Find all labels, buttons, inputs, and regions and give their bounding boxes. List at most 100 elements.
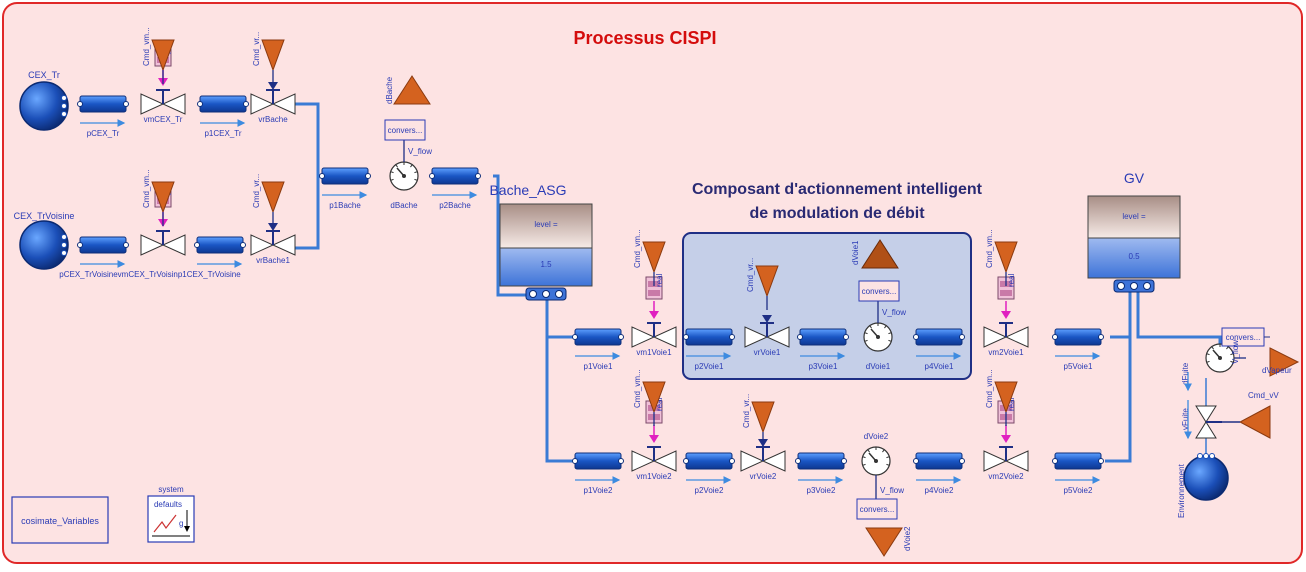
- pipe-p2voie1[interactable]: p2Voie1: [683, 328, 735, 371]
- output-dbache-label: dBache: [385, 76, 394, 104]
- pipe-p1voie2[interactable]: p1Voie2: [572, 452, 624, 495]
- tank-bache-name: Bache_ASG: [489, 182, 566, 198]
- pipe-components: pCEX_Tr p1CEX_Tr p1Bache p2Bache p1Voie1 p2Vo…: [59, 95, 1104, 495]
- valve-vrvoie2[interactable]: vrVoie2: [740, 439, 786, 481]
- p1Voie2-label: p1Voie2: [584, 486, 613, 495]
- cmd-vv-input[interactable]: Cmd_vV: [1222, 391, 1279, 439]
- tank-gv-name: GV: [1124, 170, 1145, 186]
- cmd_vr-label: Cmd_vr...: [742, 394, 751, 428]
- cmd_vm-label: Cmd_vm...: [633, 369, 642, 408]
- pipe-p3voie2[interactable]: p3Voie2: [795, 452, 847, 495]
- pipe-p2voie2[interactable]: p2Voie2: [683, 452, 735, 495]
- sensor-dvoie2[interactable]: convers... V_flow dVoie2: [856, 432, 904, 520]
- tank-gv[interactable]: GV level = 0.5: [1087, 170, 1181, 293]
- p1CEX_Tr-label: p1CEX_Tr: [204, 129, 241, 138]
- vflow-label: V_flow: [1231, 340, 1240, 364]
- pipe-p1bache[interactable]: p1Bache: [319, 167, 371, 210]
- output-dbache[interactable]: dBache: [385, 75, 431, 105]
- valve-vfuite-label: vFuite: [1181, 408, 1190, 430]
- system-block[interactable]: system defaults g: [147, 485, 195, 543]
- valve-vrbache1[interactable]: vrBache1: [250, 223, 296, 265]
- cmd-vr-bache1[interactable]: Cmd_vr...: [252, 174, 285, 226]
- output-dvoie1[interactable]: dVoie1: [851, 239, 899, 269]
- cmd-vm2-voie2[interactable]: Cmd_vm...: [985, 369, 1018, 426]
- valve-vfuite[interactable]: vFuite: [1181, 400, 1222, 440]
- vm2Voie1-label: vm2Voie1: [988, 348, 1024, 357]
- pipe-p3voie1[interactable]: p3Voie1: [797, 328, 849, 371]
- cmd_vm-label: Cmd_vm...: [142, 27, 151, 66]
- pipe-p1cex-tr[interactable]: p1CEX_Tr: [197, 95, 249, 138]
- cmd-vm1-voie1[interactable]: Cmd_vm...: [633, 229, 666, 286]
- real-label: real: [1007, 397, 1016, 411]
- dVoie2-label: dVoie2: [864, 432, 889, 441]
- pipe-p5voie1[interactable]: p5Voie1: [1052, 328, 1104, 371]
- valve-vm1voie1[interactable]: real vm1Voie1: [631, 273, 677, 357]
- pipe-p1cex-trvoisine[interactable]: [194, 236, 246, 268]
- vm1Voie2-label: vm1Voie2: [636, 472, 672, 481]
- subsystem-title-line2: de modulation de débit: [749, 205, 925, 222]
- vm2Voie2-label: vm2Voie2: [988, 472, 1024, 481]
- subsystem-box[interactable]: [682, 232, 972, 380]
- valve-vrbache[interactable]: vrBache: [250, 82, 296, 124]
- source-environnement[interactable]: Environnement: [1177, 453, 1229, 519]
- real-converter[interactable]: real: [645, 273, 664, 300]
- pipe-pcex-tr[interactable]: pCEX_Tr: [77, 95, 129, 138]
- cmd_vm-label: Cmd_vm...: [633, 229, 642, 268]
- p2Voie1-label: p2Voie1: [695, 362, 724, 371]
- output-dvapeur[interactable]: dVapeur: [1262, 347, 1300, 377]
- vflow-label: V_flow: [880, 486, 904, 495]
- p4Voie2-label: p4Voie2: [925, 486, 954, 495]
- cmd_vr-label: Cmd_vr...: [746, 258, 755, 292]
- pipe-p5voie2[interactable]: p5Voie2: [1052, 452, 1104, 495]
- cmd-vr-bache[interactable]: Cmd_vr...: [252, 32, 285, 84]
- cmd-vm2-voie1[interactable]: Cmd_vm...: [985, 229, 1018, 286]
- cmd-vm-cex-tr[interactable]: Cmd_vm...: [142, 27, 175, 84]
- vrBache1-label: vrBache1: [256, 256, 290, 265]
- sensor-dfuite[interactable]: convers...V_flow: [1205, 327, 1270, 373]
- pipe-p4voie1[interactable]: p4Voie1: [913, 328, 965, 371]
- pipe-pcex-trvoisine[interactable]: [77, 236, 129, 268]
- cmd_vm-label: Cmd_vm...: [142, 169, 151, 208]
- real-label: real: [655, 273, 664, 287]
- pipe-p1voie1[interactable]: p1Voie1: [572, 328, 624, 371]
- source-cex-trvoisine-label: CEX_TrVoisine: [14, 211, 75, 221]
- cmd_vm-label: Cmd_vm...: [985, 369, 994, 408]
- cmd-vr-voie1[interactable]: Cmd_vr...: [746, 258, 779, 310]
- real-converter[interactable]: real: [997, 273, 1016, 300]
- vflow-label: V_flow: [408, 147, 432, 156]
- vrVoie1-label: vrVoie1: [754, 348, 781, 357]
- p3Voie1-label: p3Voie1: [809, 362, 838, 371]
- source-cex-trvoisine[interactable]: CEX_TrVoisine: [14, 211, 75, 270]
- vrBache-label: vrBache: [258, 115, 288, 124]
- output-dvoie2[interactable]: dVoie2: [865, 526, 912, 557]
- cmd-vr-voie2[interactable]: Cmd_vr...: [742, 394, 775, 446]
- real-label: real: [1007, 273, 1016, 287]
- connection-wires: [290, 102, 1222, 463]
- cmd_vr-label: Cmd_vr...: [252, 32, 261, 66]
- dBache-label: dBache: [390, 201, 418, 210]
- p5Voie2-label: p5Voie2: [1064, 486, 1093, 495]
- pipe-p4voie2[interactable]: p4Voie2: [913, 452, 965, 495]
- vm1Voie1-label: vm1Voie1: [636, 348, 672, 357]
- valve-vrvoie1[interactable]: vrVoie1: [744, 315, 790, 357]
- converter-label: convers...: [860, 505, 895, 514]
- cmd-vm1-voie2[interactable]: Cmd_vm...: [633, 369, 666, 426]
- sensor-dfuite-label: dFuite: [1181, 362, 1190, 385]
- dVoie1-label: dVoie1: [866, 362, 891, 371]
- cosimate-variables-block[interactable]: cosimate_Variables: [11, 496, 109, 544]
- tank-gv-level-label: level =: [1122, 212, 1146, 221]
- subsystem-title-line1: Composant d'actionnement intelligent: [692, 181, 983, 198]
- vflow-label: V_flow: [882, 308, 906, 317]
- source-cex-tr[interactable]: CEX_Tr: [19, 70, 69, 131]
- pipe-p2bache[interactable]: p2Bache: [429, 167, 481, 210]
- output-dvapeur-label: dVapeur: [1262, 366, 1292, 375]
- real-label: real: [655, 397, 664, 411]
- diagram-title: Processus CISPI: [573, 28, 716, 48]
- tank-bache-asg[interactable]: Bache_ASG level = 1.5: [489, 182, 593, 301]
- cmd-vm-cex-trvoisine[interactable]: Cmd_vm...: [142, 169, 175, 226]
- source-environnement-label: Environnement: [1177, 463, 1186, 518]
